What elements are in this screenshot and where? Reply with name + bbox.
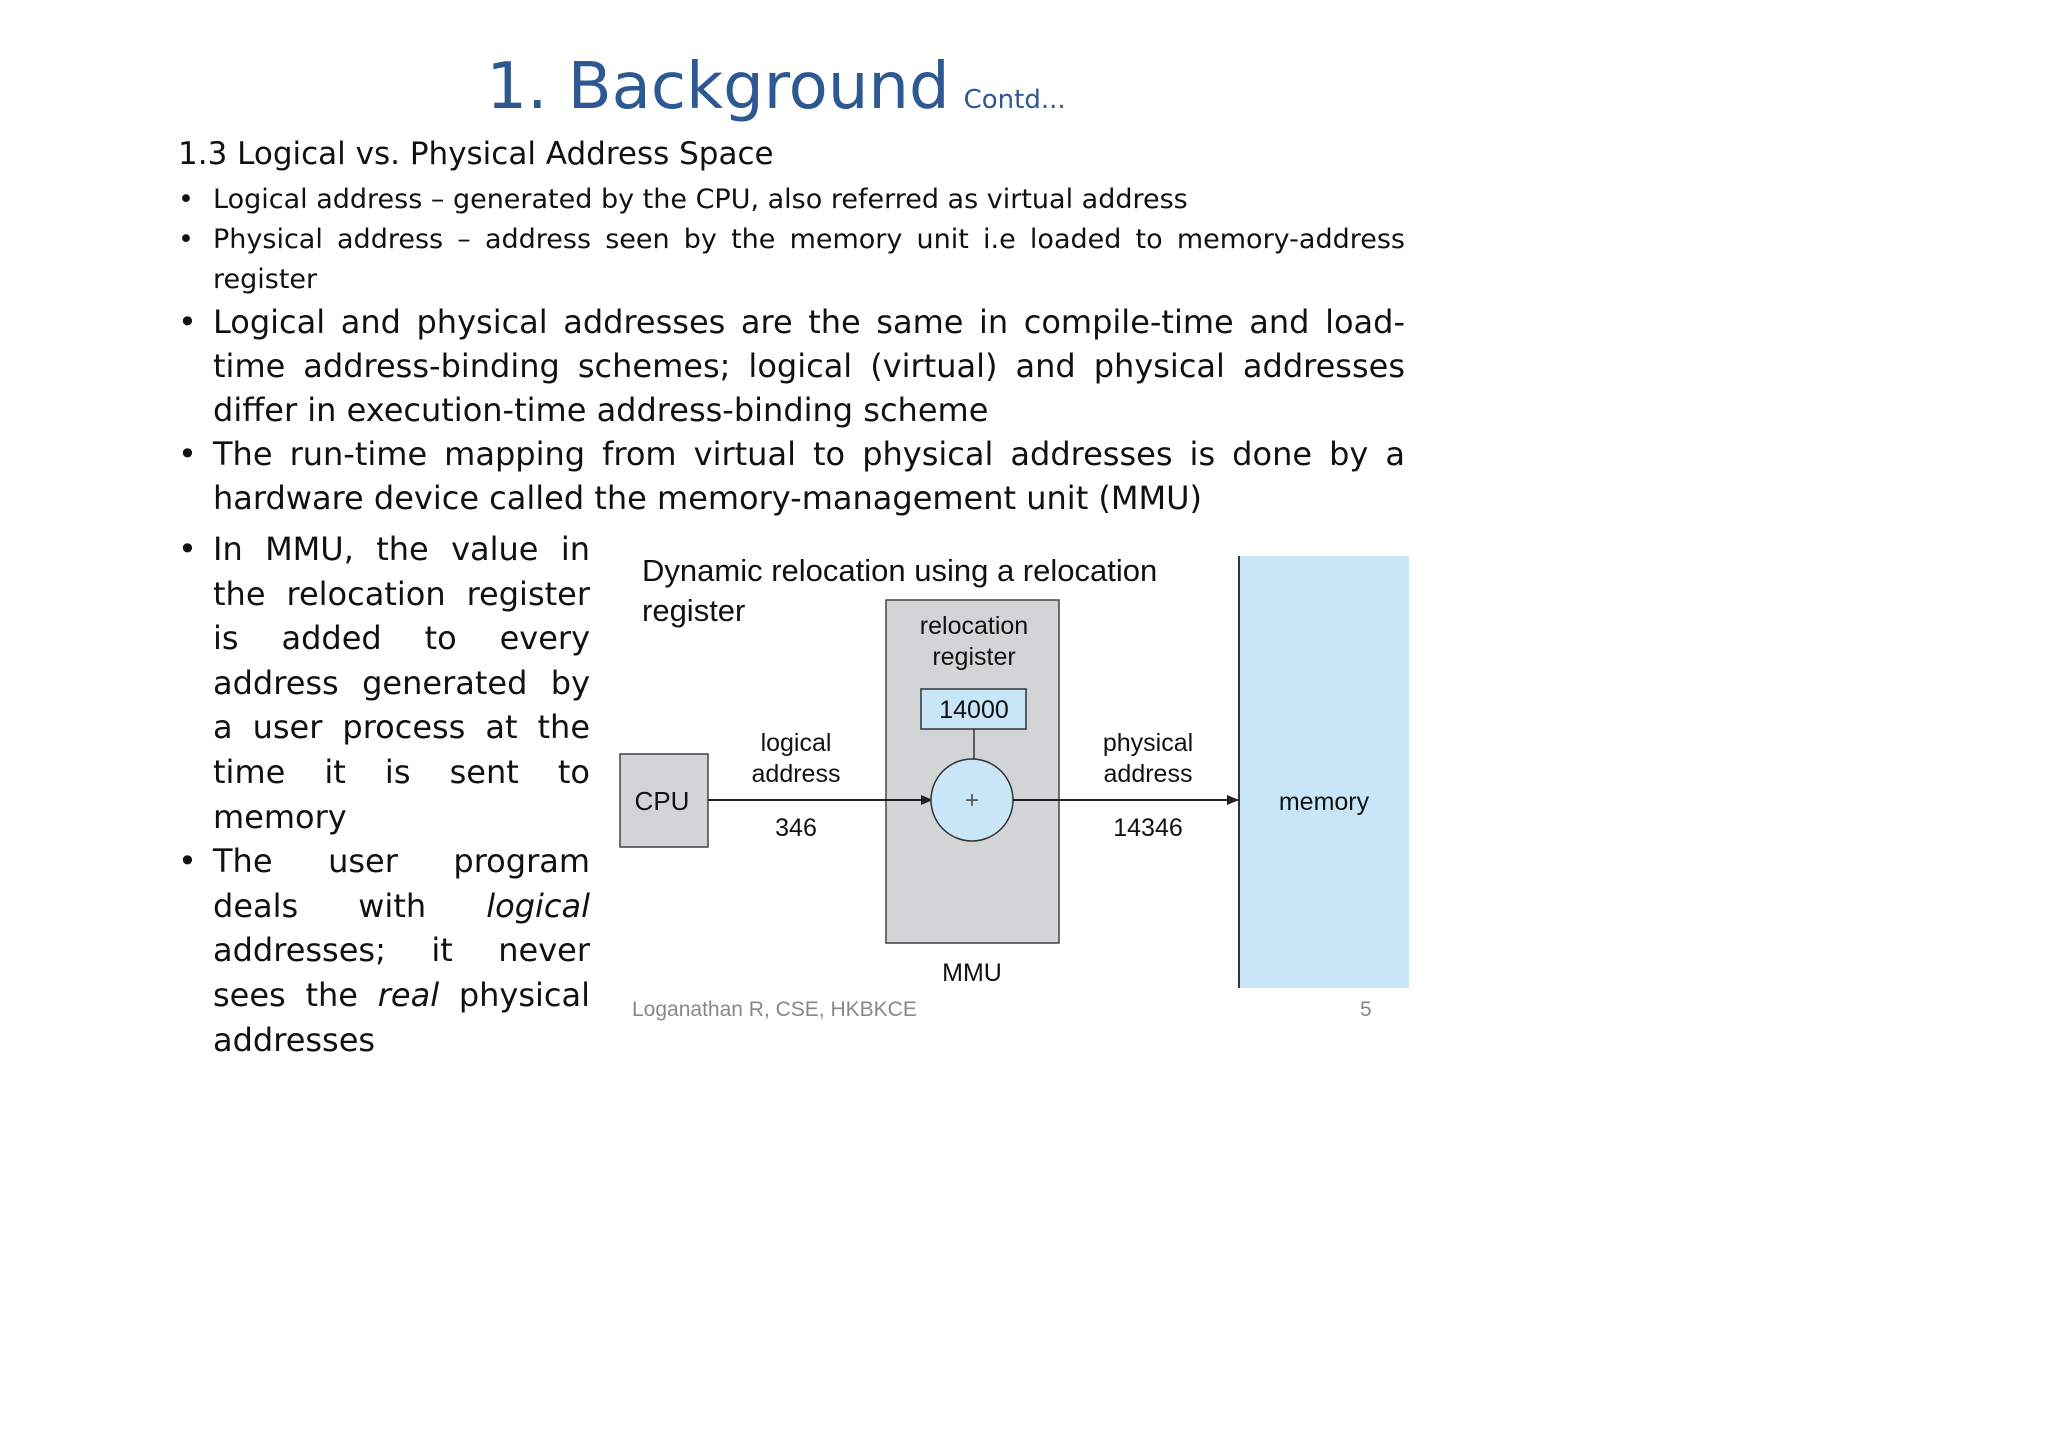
relocation-diagram: Dynamic relocation using a relocation re… — [619, 553, 1409, 988]
relocation-register-label-2: register — [932, 643, 1015, 671]
cpu-label: CPU — [635, 786, 690, 816]
user-text-italic-logical: logical — [486, 886, 590, 925]
memory-block — [1239, 556, 1409, 988]
diagram-caption-line-1: Dynamic relocation using a relocation — [642, 553, 1157, 588]
relocation-register-value: 14000 — [939, 696, 1009, 724]
slide-title: 1. Background Contd... — [0, 50, 1552, 124]
bullet-logical-address: Logical address – generated by the CPU, … — [178, 180, 1405, 220]
memory-label: memory — [1279, 788, 1370, 816]
bullet-list-left: In MMU, the value in the relocation regi… — [178, 527, 590, 1062]
diagram-caption-line-2: register — [642, 593, 745, 628]
user-text-2: addresses; it never sees the — [213, 931, 590, 1014]
section-heading: 1.3 Logical vs. Physical Address Space — [178, 136, 774, 172]
bullet-list-top: Logical address – generated by the CPU, … — [178, 180, 1405, 300]
logical-address-label-1: logical — [761, 729, 832, 757]
bullet-binding-schemes: Logical and physical addresses are the s… — [178, 300, 1405, 432]
mmu-label: MMU — [942, 959, 1002, 987]
title-suffix: Contd... — [963, 85, 1066, 115]
relocation-register-label-1: relocation — [920, 612, 1028, 640]
title-main: 1. Background — [486, 50, 950, 124]
logical-address-value: 346 — [775, 814, 817, 842]
bullet-runtime-mapping: The run-time mapping from virtual to phy… — [178, 432, 1405, 520]
logical-address-label-2: address — [752, 760, 841, 788]
user-text-italic-real: real — [377, 975, 440, 1014]
user-text-1: The user program deals with — [213, 842, 590, 925]
bullet-physical-address: Physical address – address seen by the m… — [178, 220, 1405, 300]
page-number: 5 — [1360, 998, 1372, 1021]
bullet-user-program: The user program deals with logical addr… — [178, 839, 590, 1062]
physical-address-label-1: physical — [1103, 729, 1193, 757]
cpu-box — [619, 753, 709, 848]
bullet-list-middle: Logical and physical addresses are the s… — [178, 300, 1405, 520]
physical-address-label-2: address — [1104, 760, 1193, 788]
adder-plus-icon: + — [965, 787, 979, 814]
footer-author: Loganathan R, CSE, HKBKCE — [632, 998, 917, 1021]
physical-address-value: 14346 — [1113, 814, 1183, 842]
relocation-register-box — [920, 688, 1027, 730]
bullet-mmu-relocation: In MMU, the value in the relocation regi… — [178, 527, 590, 839]
user-text-3: physical addresses — [213, 975, 591, 1059]
